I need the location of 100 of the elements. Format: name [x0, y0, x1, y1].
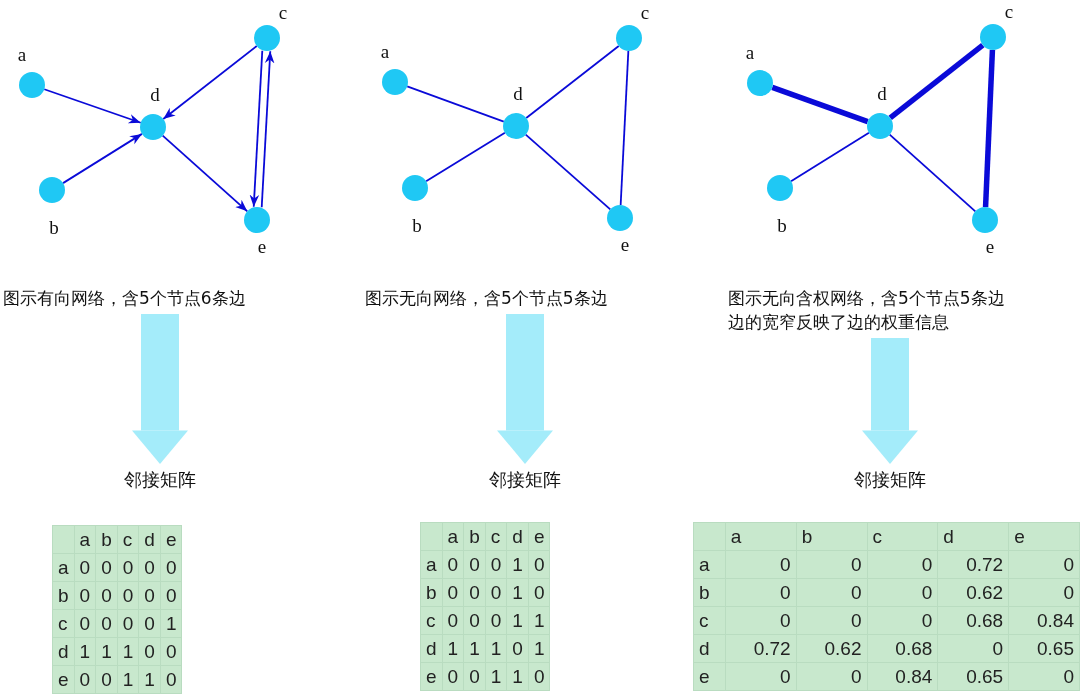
graph-node-circle	[39, 177, 65, 203]
column-header: a	[74, 525, 96, 554]
row-header: d	[52, 637, 75, 666]
down-arrow	[862, 338, 918, 464]
graph-node-circle	[140, 114, 166, 140]
matrix-value: 0.65	[937, 662, 1009, 691]
node-label: d	[150, 85, 160, 105]
row-header: c	[693, 606, 726, 635]
matrix-heading: 邻接矩阵	[124, 468, 196, 492]
matrix-value: 0	[138, 637, 161, 666]
node-label: c	[1004, 2, 1014, 22]
row-header: b	[420, 578, 443, 607]
matrix-value: 1	[463, 634, 486, 663]
node-label: d	[877, 84, 887, 104]
matrix-value: 0	[160, 581, 182, 610]
matrix-value: 0.68	[867, 634, 938, 663]
matrix-value: 1	[160, 609, 182, 638]
node-label: d	[513, 84, 523, 104]
row-header: c	[420, 606, 443, 635]
node-label: c	[278, 3, 288, 23]
node-label: a	[17, 45, 27, 65]
matrix-value: 1	[485, 634, 507, 663]
edge-line	[771, 84, 869, 125]
arrow	[161, 134, 249, 213]
matrix-value: 0	[796, 578, 867, 607]
graph-node-circle	[747, 70, 773, 96]
matrix-value: 0.62	[796, 634, 867, 663]
matrix-value: 0	[117, 609, 139, 638]
matrix-value: 0	[725, 578, 797, 607]
down-arrow	[497, 314, 553, 464]
matrix-value: 0	[95, 553, 118, 582]
column-header: b	[796, 522, 867, 551]
graph-node-circle	[402, 175, 428, 201]
matrix-value: 0.72	[725, 634, 797, 663]
graph-node-circle	[19, 72, 45, 98]
matrix-value: 0.84	[867, 662, 938, 691]
matrix-value: 0	[117, 553, 139, 582]
matrix-value: 0	[138, 581, 161, 610]
matrix-value: 0	[725, 662, 797, 691]
column-header: b	[95, 525, 118, 554]
matrix-value: 0	[160, 665, 182, 694]
matrix-value: 0	[528, 578, 550, 607]
matrix-value: 0	[485, 578, 507, 607]
graph-node-circle	[254, 25, 280, 51]
column-header: c	[867, 522, 938, 551]
arrow	[62, 133, 143, 184]
matrix-value: 1	[138, 665, 161, 694]
node-label: c	[640, 3, 650, 23]
column-header: c	[485, 522, 507, 551]
matrix-value: 0	[528, 550, 550, 579]
row-header: a	[52, 553, 75, 582]
matrix-heading: 邻接矩阵	[489, 468, 561, 492]
matrix-value: 0	[138, 553, 161, 582]
matrix-value: 0	[463, 662, 486, 691]
matrix-value: 0	[117, 581, 139, 610]
matrix-value: 0	[138, 609, 161, 638]
column-header: b	[463, 522, 486, 551]
row-header: c	[52, 609, 75, 638]
matrix-value: 0	[506, 634, 529, 663]
caption-text: 图示无向含权网络，含5个节点5条边边的宽窄反映了边的权重信息	[728, 286, 1020, 334]
node-label: b	[412, 216, 422, 236]
matrix-value: 1	[528, 634, 550, 663]
matrix-value: 1	[506, 550, 529, 579]
row-header: e	[52, 665, 75, 694]
matrix-value: 1	[506, 578, 529, 607]
graph-node-circle	[616, 25, 642, 51]
matrix-value: 0.72	[937, 550, 1009, 579]
matrix-value: 0	[485, 550, 507, 579]
arrow	[249, 49, 264, 208]
graph-node-circle	[503, 113, 529, 139]
matrix-value: 0	[485, 606, 507, 635]
row-header: d	[420, 634, 443, 663]
matrix-value: 0	[160, 637, 182, 666]
matrix-value: 0	[1008, 578, 1080, 607]
node-label: e	[620, 235, 630, 255]
row-header: a	[420, 550, 443, 579]
column-header: e	[528, 522, 550, 551]
down-arrow	[132, 314, 188, 464]
column-header: d	[937, 522, 1009, 551]
matrix-value: 1	[442, 634, 464, 663]
edge-line	[790, 131, 870, 183]
edge-line	[524, 133, 612, 211]
caption-text: 图示无向网络，含5个节点5条边	[365, 286, 705, 310]
node-label: a	[380, 42, 390, 62]
matrix-value: 1	[506, 662, 529, 691]
matrix-value: 0	[74, 553, 96, 582]
matrix-value: 0	[725, 606, 797, 635]
arrow	[43, 88, 142, 124]
matrix-value: 0.84	[1008, 606, 1080, 635]
matrix-value: 0	[95, 665, 118, 694]
node-label: e	[257, 237, 267, 257]
row-header: d	[693, 634, 726, 663]
matrix-value: 0	[95, 609, 118, 638]
edge-line	[888, 42, 985, 121]
node-label: b	[49, 218, 59, 238]
matrix-value: 0	[1008, 662, 1080, 691]
matrix-value: 1	[95, 637, 118, 666]
node-label: b	[777, 216, 787, 236]
row-header: b	[52, 581, 75, 610]
matrix-value: 0	[937, 634, 1009, 663]
